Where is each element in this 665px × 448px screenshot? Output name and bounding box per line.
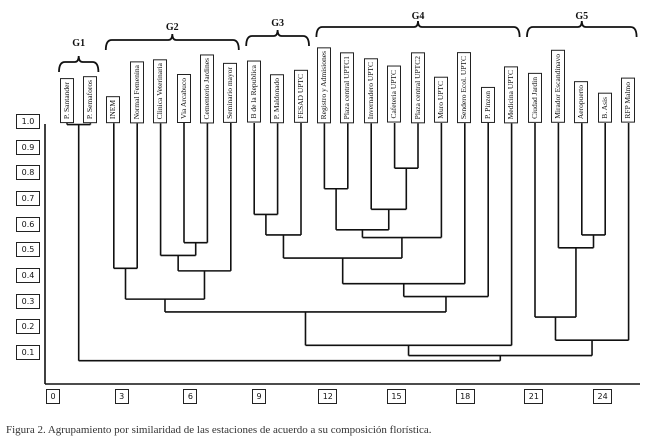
leaf-label: Mirador Escandinavo	[550, 50, 565, 123]
y-tick-label: 0.4	[16, 268, 40, 284]
leaf-label: Invernadero UPTC	[363, 57, 378, 123]
group-label: G5	[575, 11, 589, 22]
y-tick-label: 0.3	[16, 293, 40, 309]
y-tick-label: 0.1	[16, 345, 40, 361]
leaf-label: P. Maldonado	[270, 73, 285, 123]
x-tick-label: 9	[252, 389, 267, 404]
x-tick-label: 12	[318, 389, 338, 404]
leaf-label: B de la Republica	[246, 61, 261, 123]
leaf-label: Plaza central UPTC1	[340, 51, 355, 123]
leaf-label: Registro y Admisiones	[316, 46, 331, 123]
y-tick-label: 0.8	[16, 165, 40, 181]
leaf-label: Ciudad Jardin	[527, 73, 542, 123]
group-label: G3	[271, 18, 284, 29]
leaf-label: P. Santander	[59, 77, 74, 123]
x-tick-label: 18	[455, 389, 475, 404]
y-tick-label: 0.6	[16, 216, 40, 232]
x-tick-label: 21	[524, 389, 544, 404]
leaf-label: Sendero Ecol. UPTC	[457, 51, 472, 123]
leaf-label: P. Semaforos	[82, 75, 97, 123]
group-bracket	[526, 20, 638, 38]
x-tick-label: 24	[593, 389, 613, 404]
group-bracket	[315, 20, 521, 38]
y-tick-label: 0.7	[16, 191, 40, 206]
leaf-label: Cementerio Jardines	[199, 53, 214, 123]
group-bracket	[104, 33, 240, 51]
y-tick-label: 0.2	[16, 319, 40, 335]
leaf-label: INEM	[106, 95, 121, 123]
group-label: G2	[165, 22, 179, 33]
figure-caption: Figura 2. Agrupamiento por similaridad d…	[6, 424, 432, 436]
leaf-label: Clinica Veterinaria	[153, 58, 168, 123]
leaf-label: Plaza central UPTC2	[410, 51, 425, 123]
leaf-label: B. Asis	[597, 93, 612, 123]
leaf-label: FESAD UPTC	[293, 70, 308, 123]
leaf-label: Cafeteria UPTC	[387, 66, 402, 123]
y-tick-label: 0.5	[16, 242, 40, 258]
x-tick-label: 6	[183, 389, 198, 404]
leaf-label: Via Arcabuco	[176, 74, 191, 123]
leaf-label: RFP Malmo	[621, 78, 636, 123]
leaf-label: Normal Femenina	[129, 60, 144, 123]
leaf-label: P. Pinzon	[480, 87, 495, 123]
x-tick-label: 15	[387, 389, 406, 404]
x-tick-label: 0	[46, 389, 60, 404]
leaf-label: Medicina UPTC	[504, 65, 519, 123]
y-tick-label: 0.9	[16, 139, 40, 155]
group-bracket	[58, 55, 100, 73]
y-tick-label: 1.0	[16, 114, 40, 129]
group-label: G4	[411, 11, 425, 22]
leaf-label: Muro UPTC	[433, 77, 448, 123]
x-tick-label: 3	[114, 389, 129, 404]
leaf-label: Seminario mayor	[223, 63, 238, 123]
group-bracket	[245, 29, 310, 47]
group-label: G1	[72, 38, 86, 49]
leaf-label: Aeropuerto	[574, 80, 589, 123]
